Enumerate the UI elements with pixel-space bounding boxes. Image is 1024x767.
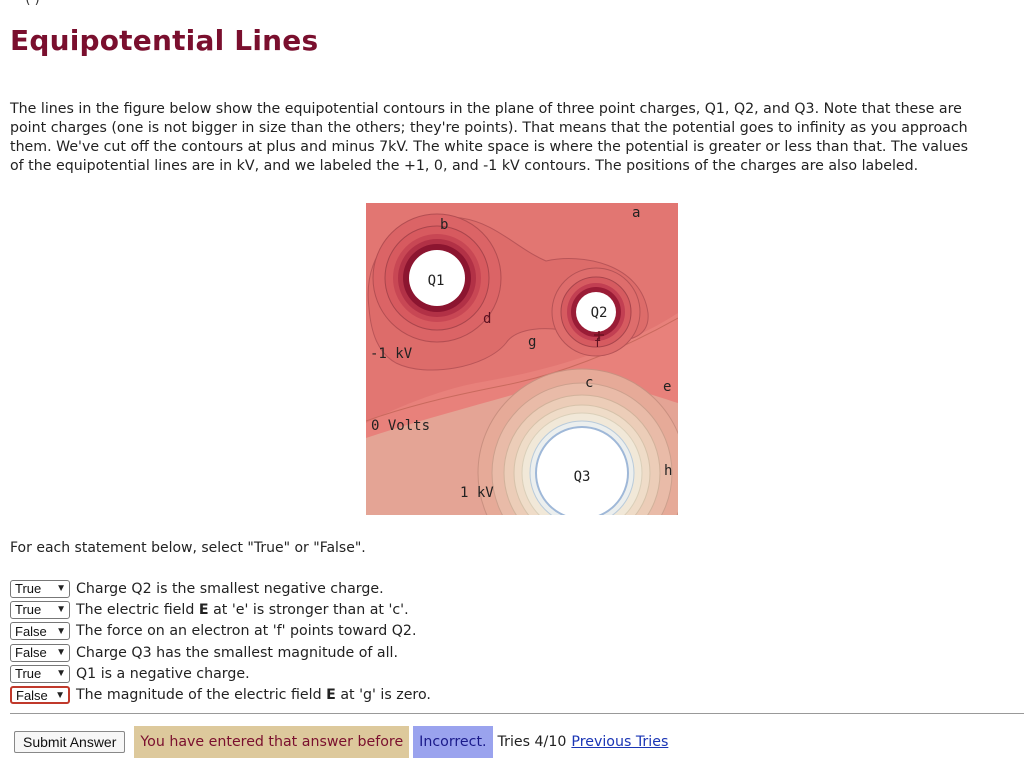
one-kv-label: 1 kV <box>460 485 494 501</box>
statement-row: True ▼ Charge Q2 is the smallest negative… <box>10 578 431 599</box>
intro-line: point charges (one is not bigger in size… <box>10 120 968 136</box>
cut-off-heading: ' ' ( ) <box>10 0 40 7</box>
select-value: True <box>15 602 42 618</box>
q1-label: Q1 <box>428 273 445 289</box>
incorrect-badge: Incorrect. <box>413 726 493 758</box>
true-false-select[interactable]: True ▼ <box>10 664 70 683</box>
intro-line: them. We've cut off the contours at plus… <box>10 139 968 155</box>
statement-text-part: The electric field <box>76 601 199 618</box>
statement-text: Charge Q3 has the smallest magnitude of … <box>76 645 398 661</box>
statement-text-part: at 'e' is stronger than at 'c'. <box>208 601 409 618</box>
instruction-text: For each statement below, select "True" … <box>10 540 366 556</box>
q1-charge-region <box>409 250 465 306</box>
point-a-label: a <box>632 205 640 221</box>
true-false-select[interactable]: True ▼ <box>10 579 70 598</box>
statement-list: True ▼ Charge Q2 is the smallest negative… <box>10 578 431 706</box>
q2-label: Q2 <box>591 305 608 321</box>
q2-charge-region <box>576 292 616 332</box>
statement-text-part: The force on an electron at 'f' points t… <box>76 623 417 640</box>
statement-text: The electric field E at 'e' is stronger … <box>76 602 409 618</box>
q3-charge-region <box>535 426 629 515</box>
true-false-select[interactable]: False ▼ <box>10 686 70 705</box>
statement-bold-part: E <box>326 687 336 704</box>
statement-text: Q1 is a negative charge. <box>76 666 250 682</box>
repeat-answer-notice: You have entered that answer before <box>134 726 410 758</box>
statement-row: False ▼ Charge Q3 has the smallest magnit… <box>10 642 431 663</box>
point-h-label: h <box>664 463 672 479</box>
page-title: Equipotential Lines <box>10 24 319 57</box>
statement-row: False ▼ The force on an electron at 'f' p… <box>10 621 431 642</box>
chevron-down-icon: ▼ <box>56 668 66 680</box>
previous-tries-link[interactable]: Previous Tries <box>571 734 669 750</box>
select-value: False <box>15 623 47 639</box>
select-value: False <box>16 687 48 703</box>
chevron-down-icon: ▼ <box>56 604 66 616</box>
statement-row: False ▼ The magnitude of the electric fie… <box>10 684 431 705</box>
point-d-label: d <box>483 311 491 327</box>
statement-row: True ▼ The electric field E at 'e' is str… <box>10 599 431 620</box>
point-c-label: c <box>585 375 593 391</box>
statement-text: The force on an electron at 'f' points t… <box>76 623 416 639</box>
statement-text: Charge Q2 is the smallest negative charg… <box>76 581 384 597</box>
point-g-label: g <box>528 334 536 350</box>
statement-text: The magnitude of the electric field E at… <box>76 687 431 703</box>
submit-answer-button[interactable]: Submit Answer <box>14 731 126 753</box>
statement-text-part: Charge Q3 has the smallest magnitude of … <box>76 644 399 661</box>
tries-counter: Tries 4/10 <box>497 734 567 750</box>
point-e-label: e <box>663 379 671 395</box>
answer-actions: Submit Answer You have entered that answ… <box>14 726 669 758</box>
statement-text-part: Charge Q2 is the smallest negative charg… <box>76 580 384 597</box>
intro-paragraph: The lines in the figure below show the e… <box>10 100 1024 176</box>
point-f-label: f <box>594 336 601 350</box>
chevron-down-icon: ▼ <box>56 625 66 637</box>
statement-text-part: The magnitude of the electric field <box>76 687 327 704</box>
zero-volts-label: 0 Volts <box>371 418 430 434</box>
equipotential-figure: Q1 Q2 Q3 a b c d e f g h -1 kV 0 Volts 1… <box>366 203 678 515</box>
select-value: False <box>15 645 47 661</box>
q3-label: Q3 <box>574 469 591 485</box>
intro-line: The lines in the figure below show the e… <box>10 101 962 117</box>
statement-text-part: at 'g' is zero. <box>335 687 431 704</box>
true-false-select[interactable]: True ▼ <box>10 600 70 619</box>
statement-text-part: Q1 is a negative charge. <box>76 665 250 682</box>
statement-row: True ▼ Q1 is a negative charge. <box>10 663 431 684</box>
chevron-down-icon: ▼ <box>55 689 65 701</box>
chevron-down-icon: ▼ <box>56 583 66 595</box>
divider <box>10 713 1024 714</box>
select-value: True <box>15 581 42 597</box>
select-value: True <box>15 666 42 682</box>
true-false-select[interactable]: False ▼ <box>10 622 70 641</box>
statement-bold-part: E <box>198 601 209 618</box>
minus-one-kv-label: -1 kV <box>370 346 413 362</box>
true-false-select[interactable]: False ▼ <box>10 643 70 662</box>
intro-line: of the equipotential lines are in kV, an… <box>10 158 919 174</box>
point-b-label: b <box>440 217 448 233</box>
chevron-down-icon: ▼ <box>56 647 66 659</box>
